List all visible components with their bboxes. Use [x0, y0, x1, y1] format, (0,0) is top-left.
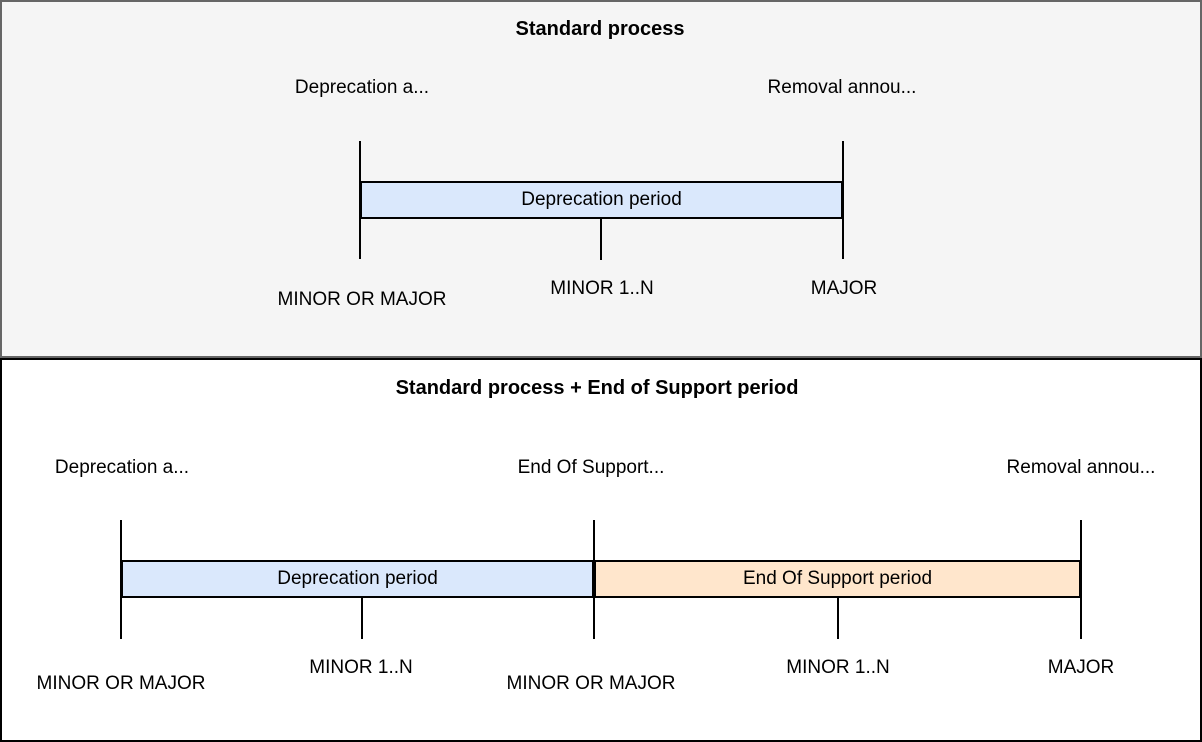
- deprecation-announced-label-2: Deprecation a...: [54, 457, 190, 478]
- milestone-label-minor-or-major-2: MINOR OR MAJOR: [506, 673, 676, 694]
- timeline-tick-end: [842, 141, 844, 259]
- timeline-tick-middle: [600, 219, 602, 260]
- standard-process-panel: [0, 0, 1202, 358]
- milestone-label-minor-1n: MINOR 1..N: [550, 278, 654, 299]
- standard-process-eos-panel: [0, 358, 1202, 742]
- removal-announced-label-2: Removal annou...: [1006, 457, 1156, 478]
- deprecation-period-bar-label: Deprecation period: [521, 189, 682, 210]
- end-of-support-announced-label: End Of Support...: [517, 457, 665, 478]
- milestone-label-major-2: MAJOR: [1047, 657, 1115, 678]
- standard-process-eos-title: Standard process + End of Support period: [395, 377, 799, 399]
- timeline-tick-end-2: [1080, 520, 1082, 639]
- deprecation-period-bar-2-label: Deprecation period: [277, 568, 438, 589]
- deprecation-period-bar-2: Deprecation period: [121, 560, 594, 598]
- deprecation-period-bar: Deprecation period: [360, 181, 843, 219]
- end-of-support-period-bar: End Of Support period: [594, 560, 1081, 598]
- standard-process-title: Standard process: [515, 18, 685, 40]
- milestone-label-minor-1n-2: MINOR 1..N: [786, 657, 890, 678]
- timeline-tick-minor-left: [361, 598, 363, 639]
- milestone-label-major: MAJOR: [810, 278, 878, 299]
- timeline-tick-minor-right: [837, 598, 839, 639]
- removal-announced-label: Removal annou...: [767, 77, 917, 98]
- milestone-label-minor-1n-1: MINOR 1..N: [309, 657, 413, 678]
- milestone-label-minor-or-major-1: MINOR OR MAJOR: [36, 673, 206, 694]
- milestone-label-minor-or-major: MINOR OR MAJOR: [277, 289, 447, 310]
- end-of-support-period-bar-label: End Of Support period: [742, 568, 933, 589]
- deprecation-announced-label: Deprecation a...: [294, 77, 430, 98]
